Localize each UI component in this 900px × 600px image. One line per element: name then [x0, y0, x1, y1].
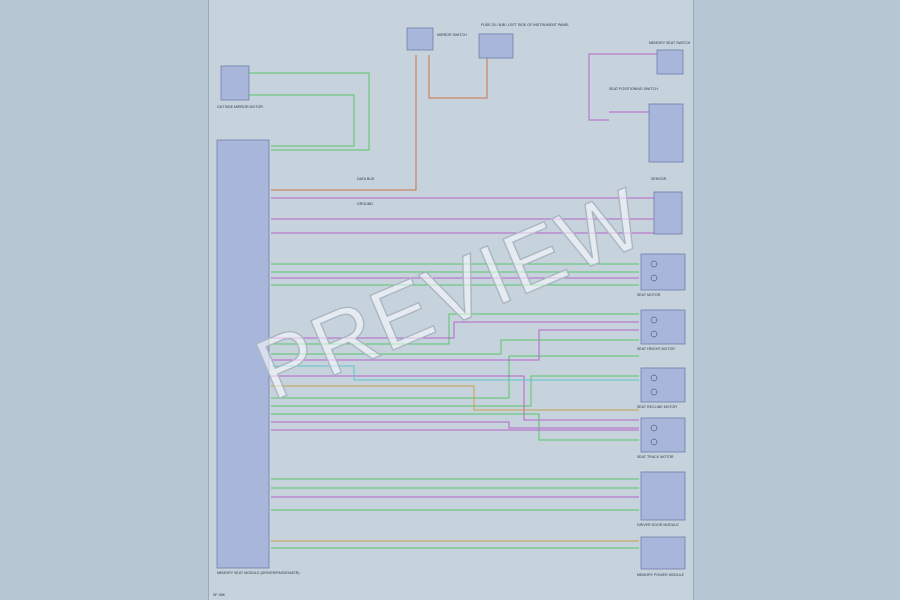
- component-block-bottom-2: MEMORY POWER MODULE: [637, 536, 686, 577]
- wiring-diagram: MEMORY SEAT MODULE (DRIVER/PASSENGER) OU…: [213, 23, 691, 597]
- component-motor-3: SEAT RECLINE MOTOR: [637, 367, 686, 409]
- wires-purple: [271, 53, 671, 498]
- memory-switch-label: MEMORY SEAT SWITCH: [649, 41, 691, 45]
- preview-watermark: PREVIEW: [243, 170, 658, 419]
- motor-2-label: SEAT HEIGHT MOTOR: [637, 347, 675, 351]
- wires-other: [271, 365, 639, 542]
- fuse-box-label: FUSE 20 / BJB / LEFT SIDE OF INSTRUMENT …: [481, 23, 569, 27]
- top-switch-label: MIRROR SWITCH: [437, 33, 467, 37]
- wires-orange: [271, 55, 488, 191]
- component-sensor: SENSOR: [651, 177, 683, 235]
- component-block-bottom-1: DRIVER DOOR MODULE: [637, 471, 686, 527]
- component-motor-1: SEAT MOTOR: [637, 253, 686, 297]
- block-bottom-2-label: MEMORY POWER MODULE: [637, 573, 685, 577]
- ground-note: GROUND: [357, 202, 373, 206]
- component-main-module: MEMORY SEAT MODULE (DRIVER/PASSENGER): [216, 139, 300, 575]
- block-bottom-1-label: DRIVER DOOR MODULE: [637, 523, 679, 527]
- component-fuse-box: FUSE 20 / BJB / LEFT SIDE OF INSTRUMENT …: [478, 23, 569, 59]
- component-motor-2: SEAT HEIGHT MOTOR: [637, 309, 686, 351]
- component-memory-switch: MEMORY SEAT SWITCH: [649, 41, 691, 75]
- left-connector-label: OUTSIDE MIRROR MOTOR: [217, 105, 263, 109]
- positioning-switch-label: SEAT POSITIONING SWITCH: [609, 87, 658, 91]
- motor-1-label: SEAT MOTOR: [637, 293, 661, 297]
- wires-green: [249, 72, 639, 549]
- schematic-sheet: MEMORY SEAT MODULE (DRIVER/PASSENGER) OU…: [208, 0, 694, 600]
- data-bus-note: DATA BUS: [357, 177, 375, 181]
- motor-4-label: SEAT TRACK MOTOR: [637, 455, 674, 459]
- component-top-switch: MIRROR SWITCH: [406, 27, 467, 51]
- corner-label: SF 48K: [213, 593, 226, 597]
- component-positioning-switch: SEAT POSITIONING SWITCH: [609, 87, 684, 163]
- sensor-label: SENSOR: [651, 177, 667, 181]
- main-module-label: MEMORY SEAT MODULE (DRIVER/PASSENGER): [217, 571, 300, 575]
- component-left-connector: OUTSIDE MIRROR MOTOR: [217, 65, 263, 109]
- motor-3-label: SEAT RECLINE MOTOR: [637, 405, 677, 409]
- component-motor-4: SEAT TRACK MOTOR: [637, 417, 686, 459]
